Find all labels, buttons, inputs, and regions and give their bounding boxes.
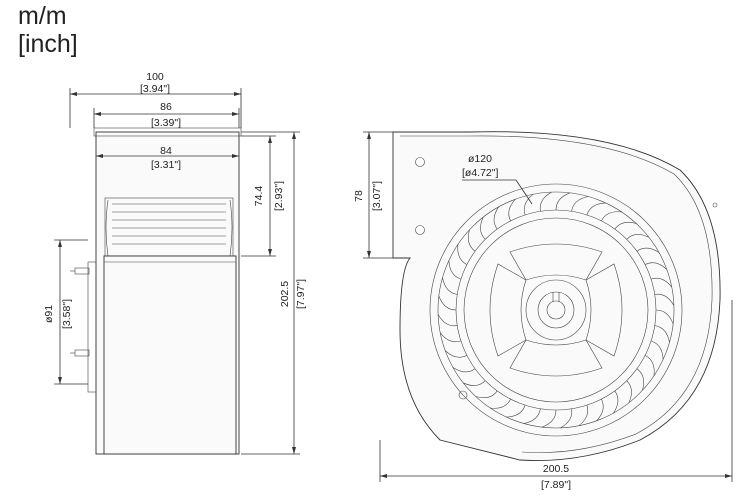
blade	[644, 262, 668, 270]
dim-front-width-inch: [7.89"]	[541, 479, 571, 491]
blade	[654, 325, 670, 343]
units-mm: m/m	[18, 2, 67, 30]
blade	[578, 405, 589, 427]
blade	[539, 191, 552, 212]
blade	[651, 340, 664, 360]
blade	[626, 380, 632, 403]
dim-wheel-dia-mm: ø120	[468, 153, 492, 165]
blade	[506, 405, 526, 418]
blade	[463, 380, 486, 386]
blade	[480, 217, 486, 240]
dim-width-total-mm: 100	[146, 71, 164, 83]
blade	[523, 193, 534, 215]
units-label: m/m [inch]	[18, 2, 78, 58]
dim-width-mid-inch: [3.39"]	[151, 117, 181, 129]
shaft	[546, 300, 566, 320]
mount-hole-2	[415, 225, 425, 235]
dim-width-mid-mm: 86	[160, 101, 172, 113]
dim-width-inner-inch: [3.31"]	[151, 159, 181, 171]
blade	[437, 314, 458, 327]
dim-motor-dia-inch: [3.58"]	[61, 299, 73, 329]
dim-front-width-mm: 200.5	[543, 463, 569, 475]
dim-height-upper-inch: [2.93"]	[273, 181, 285, 211]
front-view: 78 [3.07"] ø120 [ø4.72"] 200.5 [7.89"]	[353, 131, 733, 491]
motor-hub	[537, 291, 575, 329]
mount-hole-1	[415, 157, 425, 167]
motor-body-side	[103, 255, 237, 455]
blade	[438, 295, 457, 311]
blade	[457, 244, 468, 265]
dim-height-total-mm: 202.5	[279, 281, 291, 307]
blade	[493, 206, 499, 230]
blade	[444, 350, 468, 358]
wheel-outer-ring	[429, 183, 683, 437]
motor-flange	[87, 261, 97, 393]
blade	[475, 390, 498, 398]
mounting-stud-bottom	[74, 349, 90, 357]
blade	[523, 408, 541, 424]
blade	[636, 368, 644, 391]
side-view: 100 [3.94"] 86 [3.39"] 84 [3.31"] 74.4 […	[43, 71, 307, 455]
blade	[614, 222, 637, 230]
dim-outlet-height-inch: [3.07"]	[371, 181, 383, 211]
dim-height-total-inch: [7.97"]	[295, 279, 307, 309]
blade	[654, 293, 675, 306]
blade	[626, 234, 649, 240]
blade	[490, 398, 511, 409]
dim-width-total-inch: [3.94"]	[140, 83, 170, 95]
blade	[560, 408, 573, 429]
blade	[586, 202, 606, 215]
mount-hole-4	[712, 202, 718, 208]
mounting-stud-top	[74, 267, 90, 275]
blade	[508, 198, 516, 222]
units-inch: [inch]	[18, 30, 78, 58]
blade	[636, 247, 660, 253]
blade	[651, 277, 673, 288]
dim-height-upper-mm: 74.4	[253, 186, 265, 207]
blade	[601, 211, 622, 222]
scroll-housing-outline	[392, 131, 721, 462]
blade	[555, 192, 571, 211]
blade	[613, 390, 619, 414]
impeller-blades	[437, 191, 675, 429]
motor-frame	[489, 243, 623, 377]
dim-wheel-dia-inch: [ø4.72"]	[462, 167, 498, 179]
blade	[596, 398, 604, 422]
dim-motor-dia-mm: ø91	[43, 305, 55, 323]
blade	[644, 355, 655, 376]
blade	[468, 229, 476, 252]
dim-width-inner-mm: 84	[160, 145, 172, 157]
blade	[452, 367, 476, 373]
blade	[571, 196, 589, 212]
blade	[541, 409, 557, 428]
blade	[655, 309, 674, 325]
mount-hole-3	[458, 390, 468, 400]
blade	[442, 277, 458, 295]
blade	[448, 260, 461, 280]
blade	[439, 332, 461, 343]
dim-outlet-height-mm: 78	[353, 190, 365, 202]
